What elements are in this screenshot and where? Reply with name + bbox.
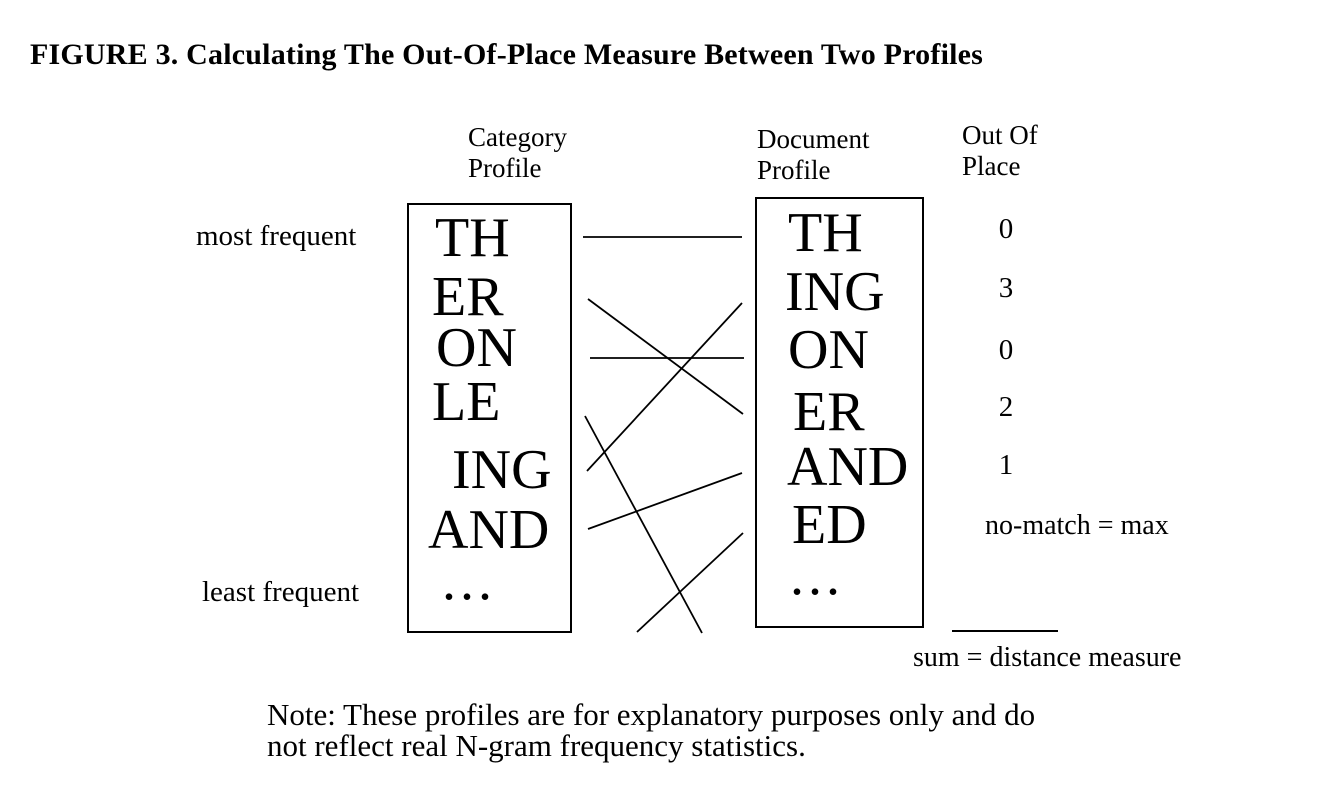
match-line-ing — [586, 302, 743, 472]
sum-label: sum = distance measure — [913, 642, 1182, 673]
out-of-place-value-4: 2 — [998, 391, 1014, 423]
category-ngram-2: ER — [432, 266, 504, 328]
category-profile-box — [407, 203, 572, 633]
category-ngram-ellipsis: ... — [442, 550, 496, 612]
out-of-place-value-3: 0 — [998, 334, 1014, 366]
document-profile-box — [755, 197, 924, 628]
category-ngram-3: ON — [436, 317, 517, 379]
out-of-place-value-5: 1 — [998, 449, 1014, 481]
document-ngram-ellipsis: ... — [790, 545, 844, 607]
document-ngram-1: TH — [788, 202, 863, 264]
category-ngram-4: LE — [432, 371, 501, 433]
match-line-le — [584, 415, 703, 634]
least-frequent-label: least frequent — [202, 576, 360, 608]
document-ngram-3: ON — [788, 319, 869, 381]
figure-note: Note: These profiles are for explanatory… — [267, 697, 1036, 763]
out-of-place-header: Out Of Place — [962, 120, 1038, 181]
category-ngram-5: ING — [452, 439, 552, 501]
out-of-place-value-1: 0 — [998, 213, 1014, 245]
category-profile-header: Category Profile — [468, 122, 567, 183]
category-ngram-6: AND — [428, 499, 550, 561]
sum-line — [952, 630, 1058, 632]
figure-title: FIGURE 3. Calculating The Out-Of-Place M… — [30, 38, 984, 71]
category-ngram-1: TH — [435, 207, 510, 269]
match-line-ed — [636, 532, 744, 633]
no-match-label: no-match = max — [985, 510, 1169, 541]
document-ngram-5: AND — [787, 436, 909, 498]
document-profile-header: Document Profile — [757, 124, 870, 185]
most-frequent-label: most frequent — [196, 220, 357, 252]
document-ngram-2: ING — [785, 261, 885, 323]
match-line-and — [587, 472, 743, 530]
match-line-er — [587, 298, 744, 415]
document-ngram-4: ER — [793, 381, 865, 443]
document-ngram-6: ED — [792, 494, 867, 556]
out-of-place-value-2: 3 — [998, 272, 1014, 304]
